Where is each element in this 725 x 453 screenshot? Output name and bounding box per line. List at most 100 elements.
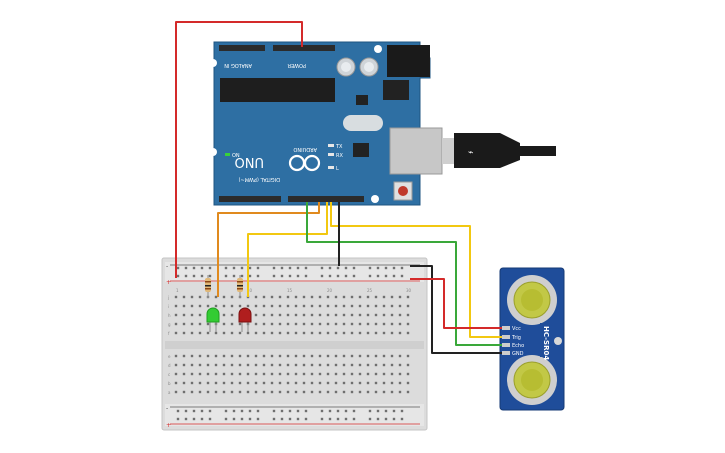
breadboard-hole (398, 313, 402, 317)
breadboard-hole (382, 390, 386, 394)
rail-hole (328, 417, 332, 421)
breadboard-hole (406, 372, 410, 376)
logo-loop-right (303, 154, 321, 172)
rail-hole (192, 409, 196, 413)
breadboard-hole (294, 381, 298, 385)
breadboard-hole (350, 354, 354, 358)
tx-label: TX (335, 144, 343, 150)
breadboard-hole (278, 363, 282, 367)
sensor-pin-label: Vcc (512, 326, 521, 332)
breadboard-hole (326, 381, 330, 385)
rail-hole (384, 409, 388, 413)
rail-hole (344, 409, 348, 413)
breadboard-hole (182, 313, 186, 317)
rail-hole (200, 417, 204, 421)
breadboard-hole (254, 381, 258, 385)
breadboard-hole (310, 354, 314, 358)
breadboard-hole (214, 295, 218, 299)
wire-black-gnd-sensor (410, 265, 502, 354)
breadboard-hole (222, 295, 226, 299)
breadboard-hole (286, 322, 290, 326)
column-number: 1 (176, 288, 179, 293)
breadboard-hole (238, 381, 242, 385)
rail-hole (280, 274, 284, 278)
breadboard-hole (350, 313, 354, 317)
rail-hole (296, 417, 300, 421)
rail-hole (248, 417, 252, 421)
breadboard-hole (318, 295, 322, 299)
breadboard-hole (374, 331, 378, 335)
rail-hole (368, 274, 372, 278)
breadboard-hole (278, 372, 282, 376)
rail-hole (240, 266, 244, 270)
reset-button-cap[interactable] (398, 186, 408, 196)
breadboard-hole (206, 390, 210, 394)
breadboard-hole (318, 372, 322, 376)
breadboard-hole (326, 313, 330, 317)
breadboard-hole (286, 390, 290, 394)
breadboard-hole (318, 363, 322, 367)
breadboard-hole (254, 331, 258, 335)
voltage-regulator (383, 80, 409, 100)
breadboard-hole (286, 304, 290, 308)
board-model-label: UNO (235, 154, 264, 169)
breadboard-hole (182, 381, 186, 385)
breadboard-hole (286, 313, 290, 317)
breadboard-hole (190, 363, 194, 367)
breadboard-hole (302, 390, 306, 394)
breadboard-hole (342, 390, 346, 394)
breadboard-hole (390, 295, 394, 299)
breadboard-hole (278, 390, 282, 394)
breadboard-hole (198, 331, 202, 335)
breadboard-hole (350, 363, 354, 367)
wire-green-echo (306, 202, 502, 346)
breadboard-hole (390, 354, 394, 358)
rail-hole (232, 266, 236, 270)
row-letter: a (168, 390, 171, 395)
breadboard-hole (318, 381, 322, 385)
breadboard-hole (358, 354, 362, 358)
row-letter: i (168, 304, 169, 309)
breadboard-hole (190, 372, 194, 376)
breadboard-hole (198, 322, 202, 326)
breadboard-hole (350, 381, 354, 385)
breadboard-hole (374, 354, 378, 358)
breadboard-hole (342, 372, 346, 376)
breadboard-hole (182, 331, 186, 335)
top-rail-plus-label: + (166, 279, 171, 286)
wire-yellow-led (247, 202, 328, 297)
breadboard-hole (358, 390, 362, 394)
breadboard-hole (286, 354, 290, 358)
breadboard-hole (310, 295, 314, 299)
on-led (225, 153, 230, 156)
rail-hole (200, 266, 204, 270)
breadboard-hole (326, 390, 330, 394)
rail-hole (208, 274, 212, 278)
rail-hole (320, 274, 324, 278)
breadboard-hole (174, 381, 178, 385)
breadboard-hole (254, 322, 258, 326)
breadboard-hole (238, 390, 242, 394)
atmega-chip (220, 78, 335, 102)
usb-chip (353, 143, 369, 157)
rail-hole (336, 266, 340, 270)
rail-hole (376, 266, 380, 270)
tx-led (328, 144, 334, 147)
l-label: L (336, 166, 339, 172)
breadboard-hole (206, 363, 210, 367)
breadboard-hole (366, 363, 370, 367)
rail-hole (232, 409, 236, 413)
breadboard-hole (182, 295, 186, 299)
breadboard-hole (398, 295, 402, 299)
breadboard-hole (246, 381, 250, 385)
breadboard-hole (174, 322, 178, 326)
rail-hole (336, 417, 340, 421)
breadboard-hole (222, 313, 226, 317)
rail-hole (272, 274, 276, 278)
breadboard-hole (270, 331, 274, 335)
breadboard-hole (374, 313, 378, 317)
breadboard-hole (366, 313, 370, 317)
rail-hole (296, 274, 300, 278)
rail-hole (304, 417, 308, 421)
rail-hole (328, 274, 332, 278)
